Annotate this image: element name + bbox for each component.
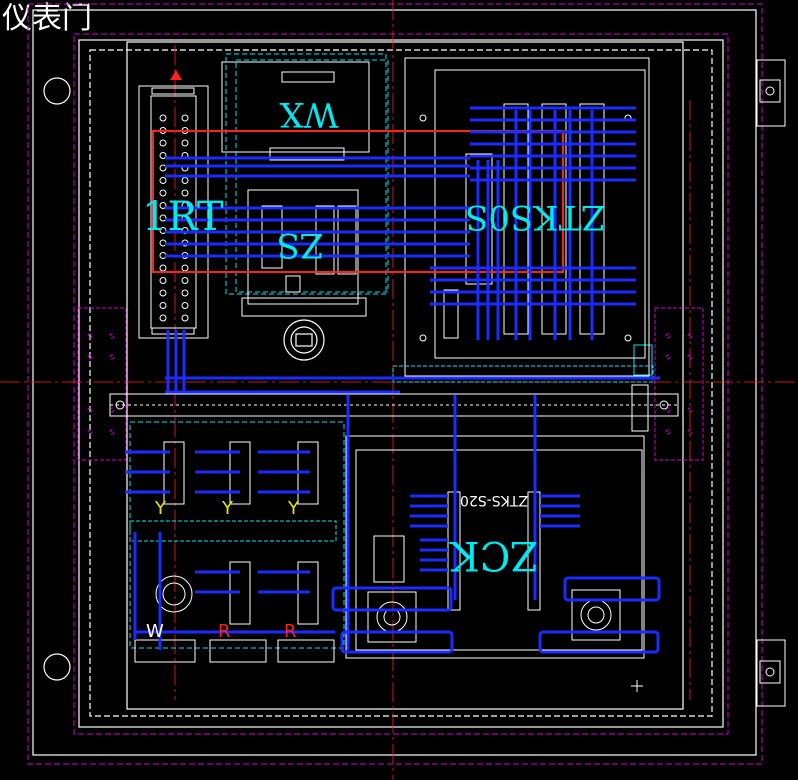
zck-enclosure xyxy=(345,435,645,692)
label-y-3: Y xyxy=(287,498,300,519)
label-terminal-block: ZTKS0S xyxy=(465,197,605,237)
mount-holes xyxy=(43,77,71,681)
lower-left-panel xyxy=(129,421,345,663)
red-highlight-frame xyxy=(152,130,564,273)
zs-module xyxy=(241,189,367,317)
page-title: 仪表门 xyxy=(2,1,92,36)
label-wx: WX xyxy=(279,94,339,134)
hinges xyxy=(756,59,786,707)
label-1rt: 1RT xyxy=(142,194,224,240)
label-y-1: Y xyxy=(154,498,167,519)
din-rail xyxy=(109,344,679,432)
label-y-2: Y xyxy=(221,498,234,519)
label-w: W xyxy=(146,621,164,642)
label-zck: ZCK xyxy=(449,532,538,578)
round-connector xyxy=(283,319,325,361)
label-r-2: R xyxy=(284,621,297,642)
side-brackets xyxy=(77,307,704,461)
right-terminal-area xyxy=(392,57,654,383)
red-marker xyxy=(170,70,182,80)
label-zs: ZS xyxy=(277,225,324,265)
cabinet-frame xyxy=(32,9,757,756)
wire-bundle xyxy=(125,106,661,654)
label-r-1: R xyxy=(218,621,231,642)
label-zck-model: ZTKS-S20 xyxy=(460,492,528,508)
magenta-dashed-border xyxy=(27,3,763,765)
